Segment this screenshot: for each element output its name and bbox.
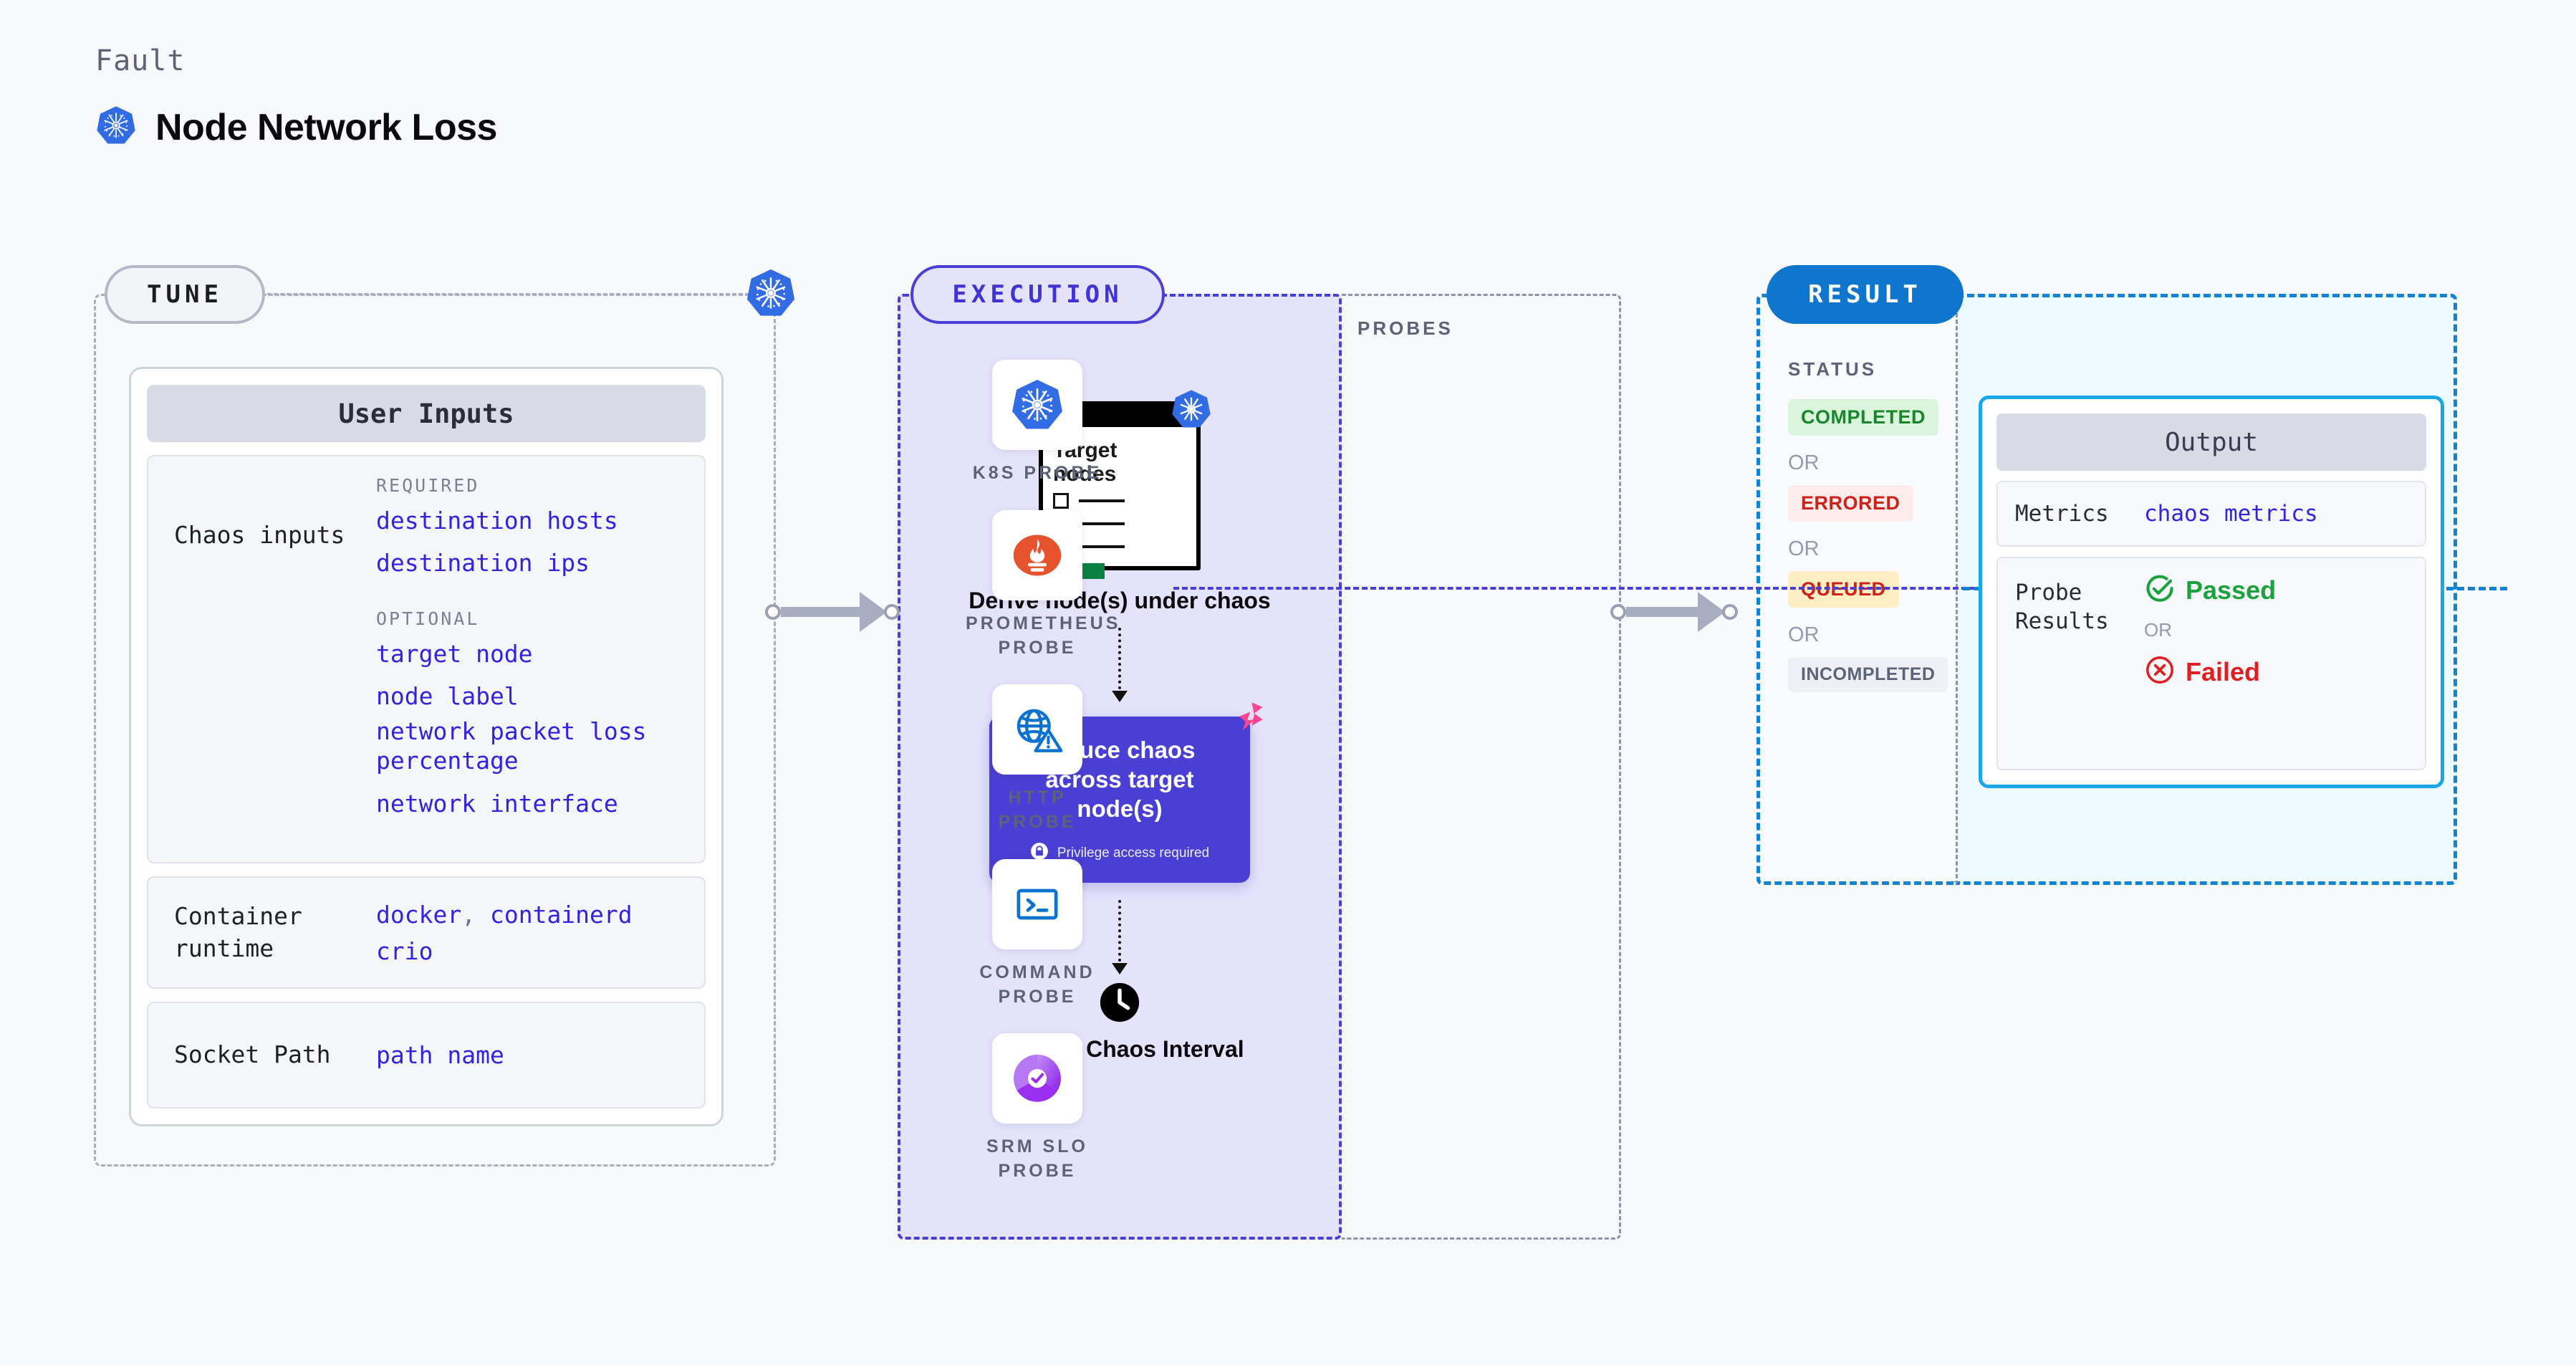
probe-item-prometheus[interactable]: PROMETHEUS PROBE (966, 509, 1121, 661)
metrics-value[interactable]: chaos metrics (2144, 501, 2318, 527)
lock-icon (1030, 842, 1049, 864)
param-network-packet-loss-percentage[interactable]: network packet loss percentage (376, 717, 647, 775)
probe-label: HTTP PROBE (998, 787, 1077, 832)
kubernetes-icon (95, 105, 137, 150)
srm-slo-icon (992, 1033, 1082, 1124)
probe-label: COMMAND PROBE (979, 962, 1095, 1007)
connector-dot-end (1722, 604, 1738, 620)
param-destination-ips[interactable]: destination ips (376, 549, 590, 578)
flow-arrow (1112, 900, 1128, 974)
connector-dot-start (1610, 604, 1626, 620)
connector-tune-to-execution (765, 592, 900, 632)
socket-path-group: Socket Path path name (147, 1002, 706, 1108)
kubernetes-icon (1171, 388, 1212, 430)
check-circle-icon (2144, 573, 2176, 608)
page-title: Node Network Loss (155, 106, 497, 148)
connector-arrowhead (1698, 592, 1725, 632)
placeholder-line (1079, 522, 1125, 525)
flow-arrow (1112, 628, 1128, 702)
fault-title-row: Node Network Loss (95, 105, 497, 150)
passed-label: Passed (2186, 575, 2277, 605)
or-label: OR (1788, 451, 1820, 474)
privilege-note-text: Privilege access required (1057, 845, 1210, 861)
x-circle-icon (2144, 654, 2176, 689)
execution-badge[interactable]: EXECUTION (910, 265, 1165, 324)
runtime-separator: , (461, 900, 476, 929)
failed-label: Failed (2186, 656, 2261, 686)
param-crio[interactable]: crio (376, 937, 433, 965)
output-header: Output (1996, 413, 2426, 471)
prometheus-icon (992, 509, 1082, 600)
container-runtime-group: Container runtime docker, containerd cri… (147, 876, 706, 990)
terminal-icon (992, 858, 1082, 949)
param-target-node[interactable]: target node (376, 639, 533, 668)
container-runtime-label: Container runtime (174, 902, 302, 962)
target-nodes-heading: Target nodes (1053, 439, 1118, 486)
or-label: OR (1788, 623, 1820, 646)
execution-dashed-connector (1173, 587, 1976, 590)
induce-chaos-card[interactable]: Induce chaos across target node(s) Privi… (989, 702, 1263, 883)
optional-heading: OPTIONAL (376, 608, 480, 629)
connector-arrowhead (860, 592, 887, 632)
kubernetes-icon (991, 360, 1082, 450)
probe-label: PROMETHEUS PROBE (966, 613, 1121, 658)
param-containerd[interactable]: containerd (489, 900, 633, 929)
probe-label: SRM SLO PROBE (986, 1136, 1088, 1181)
user-inputs-header: User Inputs (147, 385, 706, 443)
probe-label: K8S PROBE (972, 463, 1102, 483)
harness-chaos-icon (1229, 699, 1266, 737)
param-node-label[interactable]: node label (376, 681, 519, 710)
clock-icon (1097, 980, 1142, 1025)
probe-item-http[interactable]: HTTP PROBE (966, 684, 1109, 835)
status-badge-incompleted: INCOMPLETED (1788, 657, 1948, 692)
connector-dot-end (884, 604, 900, 620)
page-header: Fault (95, 44, 497, 150)
or-label: OR (1788, 537, 1820, 560)
probes-panel: PROBES (1342, 294, 1621, 1240)
connector-bar (781, 607, 860, 617)
chaos-inputs-group: Chaos inputs REQUIRED destination hosts … (147, 455, 706, 864)
connector-execution-to-result (1610, 592, 1738, 632)
user-inputs-card: User Inputs Chaos inputs REQUIRED destin… (129, 367, 724, 1126)
param-path-name[interactable]: path name (376, 1041, 504, 1070)
probe-results-label: Probe Results (2015, 580, 2109, 635)
chaos-inputs-label: Chaos inputs (174, 521, 345, 550)
connector-dot-start (765, 604, 781, 620)
output-card: Output Metrics chaos metrics Probe Resul… (1979, 396, 2444, 788)
placeholder-line (1079, 545, 1125, 548)
probe-item-srm-slo[interactable]: SRM SLO PROBE (966, 1033, 1109, 1184)
probe-results-group: Probe Results Passed OR (1996, 557, 2426, 770)
result-badge[interactable]: RESULT (1767, 265, 1964, 324)
metrics-label: Metrics (2015, 500, 2109, 527)
checklist-row (1053, 493, 1186, 509)
probe-result-failed: Failed (2144, 654, 2415, 689)
param-network-interface[interactable]: network interface (376, 789, 618, 818)
or-label: OR (2144, 619, 2172, 641)
probe-item-command[interactable]: COMMAND PROBE (966, 858, 1109, 1010)
status-badge-errored: ERRORED (1788, 485, 1913, 522)
placeholder-line (1079, 499, 1125, 502)
fault-eyebrow: Fault (95, 44, 186, 77)
status-badge-completed: COMPLETED (1788, 399, 1939, 436)
tune-dashed-connector (254, 293, 756, 295)
tune-badge[interactable]: TUNE (105, 265, 265, 324)
param-docker[interactable]: docker (376, 900, 462, 929)
globe-warning-icon (992, 684, 1082, 775)
metrics-group: Metrics chaos metrics (1996, 481, 2426, 547)
socket-path-label: Socket Path (174, 1040, 331, 1069)
status-title: STATUS (1788, 358, 1878, 380)
param-destination-hosts[interactable]: destination hosts (376, 507, 618, 535)
status-column: STATUS COMPLETED OR ERRORED OR QUEUED OR… (1788, 358, 1953, 692)
probe-result-passed: Passed (2144, 573, 2415, 608)
checkbox-icon (1053, 493, 1069, 509)
required-heading: REQUIRED (376, 475, 480, 497)
kubernetes-icon (745, 267, 797, 319)
probes-list: K8S PROBE PROMETHEUS PROBE (898, 360, 1177, 1184)
probes-title: PROBES (1357, 317, 1453, 339)
probe-item-k8s[interactable]: K8S PROBE (973, 360, 1102, 486)
privilege-note-row: Privilege access required (1030, 842, 1209, 864)
execution-flow: Target nodes (898, 390, 1342, 1063)
connector-bar (1626, 607, 1698, 617)
